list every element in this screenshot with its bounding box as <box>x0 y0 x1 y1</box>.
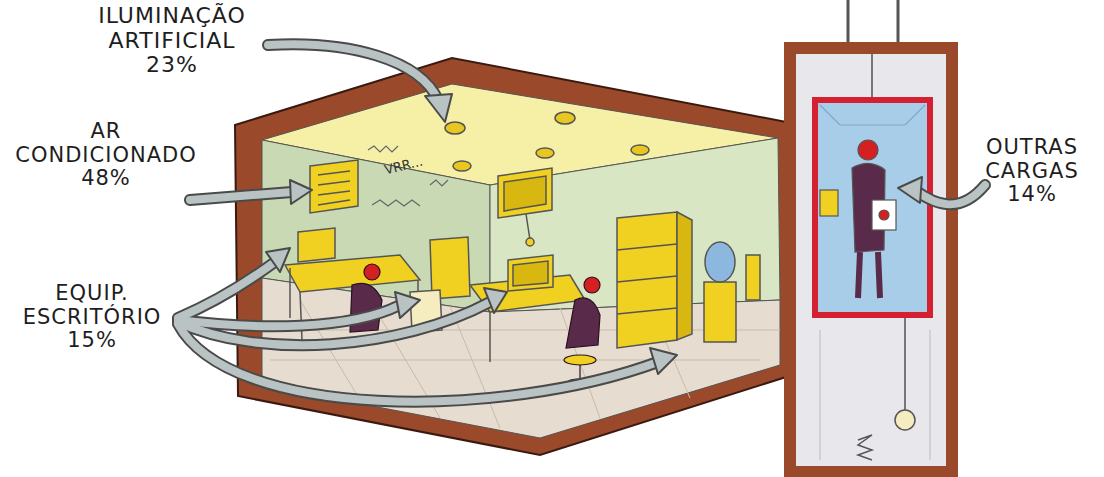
ceiling-lamp <box>631 145 649 155</box>
callout-arrow <box>915 185 985 204</box>
office-worker <box>584 277 600 293</box>
floor-tiles <box>262 330 780 331</box>
elevator-shaft <box>858 435 872 460</box>
wall-monitor <box>498 168 552 218</box>
callout-arrow <box>178 44 985 401</box>
elevator-cabin <box>815 100 930 315</box>
elevator-shaft <box>790 0 952 472</box>
filing-cabinet <box>617 276 677 282</box>
callout-arrow <box>268 44 438 100</box>
ceiling-lamp <box>445 112 649 171</box>
office-desk <box>298 228 335 262</box>
air-conditioner <box>318 181 350 185</box>
callout-arrow <box>178 264 272 318</box>
elevator-cabin <box>879 210 889 220</box>
elevator-cabin <box>858 140 878 160</box>
water-cooler <box>746 255 760 300</box>
office-worker <box>579 365 580 380</box>
elevator-shaft <box>820 330 821 460</box>
wall-monitor <box>498 168 552 246</box>
office-desk <box>300 292 302 340</box>
ceiling-lamp <box>536 148 554 158</box>
wall-monitor <box>504 176 546 211</box>
sound-lines <box>368 146 398 152</box>
wall-monitor <box>526 238 534 246</box>
floor-tiles <box>450 306 500 428</box>
callout-label: OUTRAS CARGAS 14% <box>985 136 1079 207</box>
office-worker <box>364 264 380 280</box>
room-interior <box>262 140 490 312</box>
air-conditioner <box>318 171 350 175</box>
water-cooler <box>704 242 760 342</box>
air-conditioner <box>318 200 350 205</box>
filing-cabinet <box>617 212 692 348</box>
air-conditioner <box>310 160 358 213</box>
ceiling-lamp <box>445 122 465 134</box>
callout-arrow <box>178 302 490 345</box>
elevator-cabin <box>872 200 896 230</box>
water-cooler <box>705 242 735 282</box>
ceiling-lamp <box>453 161 471 171</box>
office-worker <box>350 264 600 385</box>
callout-arrow <box>178 324 658 402</box>
callout-arrow <box>268 44 438 100</box>
arrow-head <box>266 94 922 374</box>
wall-monitor <box>526 214 530 240</box>
callout-arrow <box>190 192 292 200</box>
elevator-cabin <box>840 124 905 125</box>
arrow-head <box>425 94 452 122</box>
sound-lines <box>368 146 448 206</box>
office-worker <box>564 355 596 365</box>
office-worker <box>566 298 600 348</box>
elevator-shaft <box>895 410 915 430</box>
air-conditioner <box>318 191 350 195</box>
arrow-head <box>290 180 312 204</box>
elevator-shaft <box>904 318 906 410</box>
filing-cabinet <box>617 244 677 250</box>
callout-arrow <box>190 192 292 200</box>
office-desk <box>489 312 491 362</box>
floor-tiles <box>270 360 760 361</box>
callout-arrow <box>178 305 400 326</box>
filing-cabinet <box>677 212 692 340</box>
room-interior <box>262 84 780 438</box>
callout-arrow <box>915 185 985 204</box>
callout-arrow <box>178 264 272 318</box>
sound-lines <box>372 200 420 206</box>
callout-label: ILUMINAÇÃO ARTIFICIAL 23% <box>98 4 246 78</box>
arrow-head <box>266 248 290 272</box>
elevator-cabin <box>820 105 840 125</box>
arrow-head <box>898 177 922 203</box>
callout-label: AR CONDICIONADO 48% <box>15 120 196 191</box>
elevator-cabin <box>905 105 925 125</box>
office-desk <box>513 261 548 286</box>
filing-cabinet <box>617 212 677 348</box>
arrow-head <box>395 292 420 318</box>
callout-label: EQUIP. ESCRITÓRIO 15% <box>23 282 162 353</box>
office-desk <box>508 255 553 291</box>
elevator-shaft <box>930 330 931 460</box>
sound-lines <box>430 180 448 186</box>
callout-arrow <box>178 305 400 326</box>
water-cooler <box>704 282 736 342</box>
callout-arrow <box>178 302 490 345</box>
elevator-cabin <box>815 100 930 315</box>
elevator-cabin <box>858 252 860 298</box>
elevator-cabin <box>878 252 880 298</box>
elevator-shaft <box>897 0 900 48</box>
filing-cabinet <box>617 308 677 314</box>
arrow-head <box>650 348 677 374</box>
arrow-head <box>484 288 507 313</box>
ceiling-lamp <box>555 112 575 124</box>
elevator-cabin <box>820 190 838 216</box>
elevator-shaft <box>790 48 952 472</box>
air-conditioner <box>310 160 358 213</box>
elevator-shaft <box>847 0 850 48</box>
office-desk <box>289 268 291 318</box>
elevator-shaft <box>871 54 873 100</box>
callout-arrow <box>178 324 658 402</box>
